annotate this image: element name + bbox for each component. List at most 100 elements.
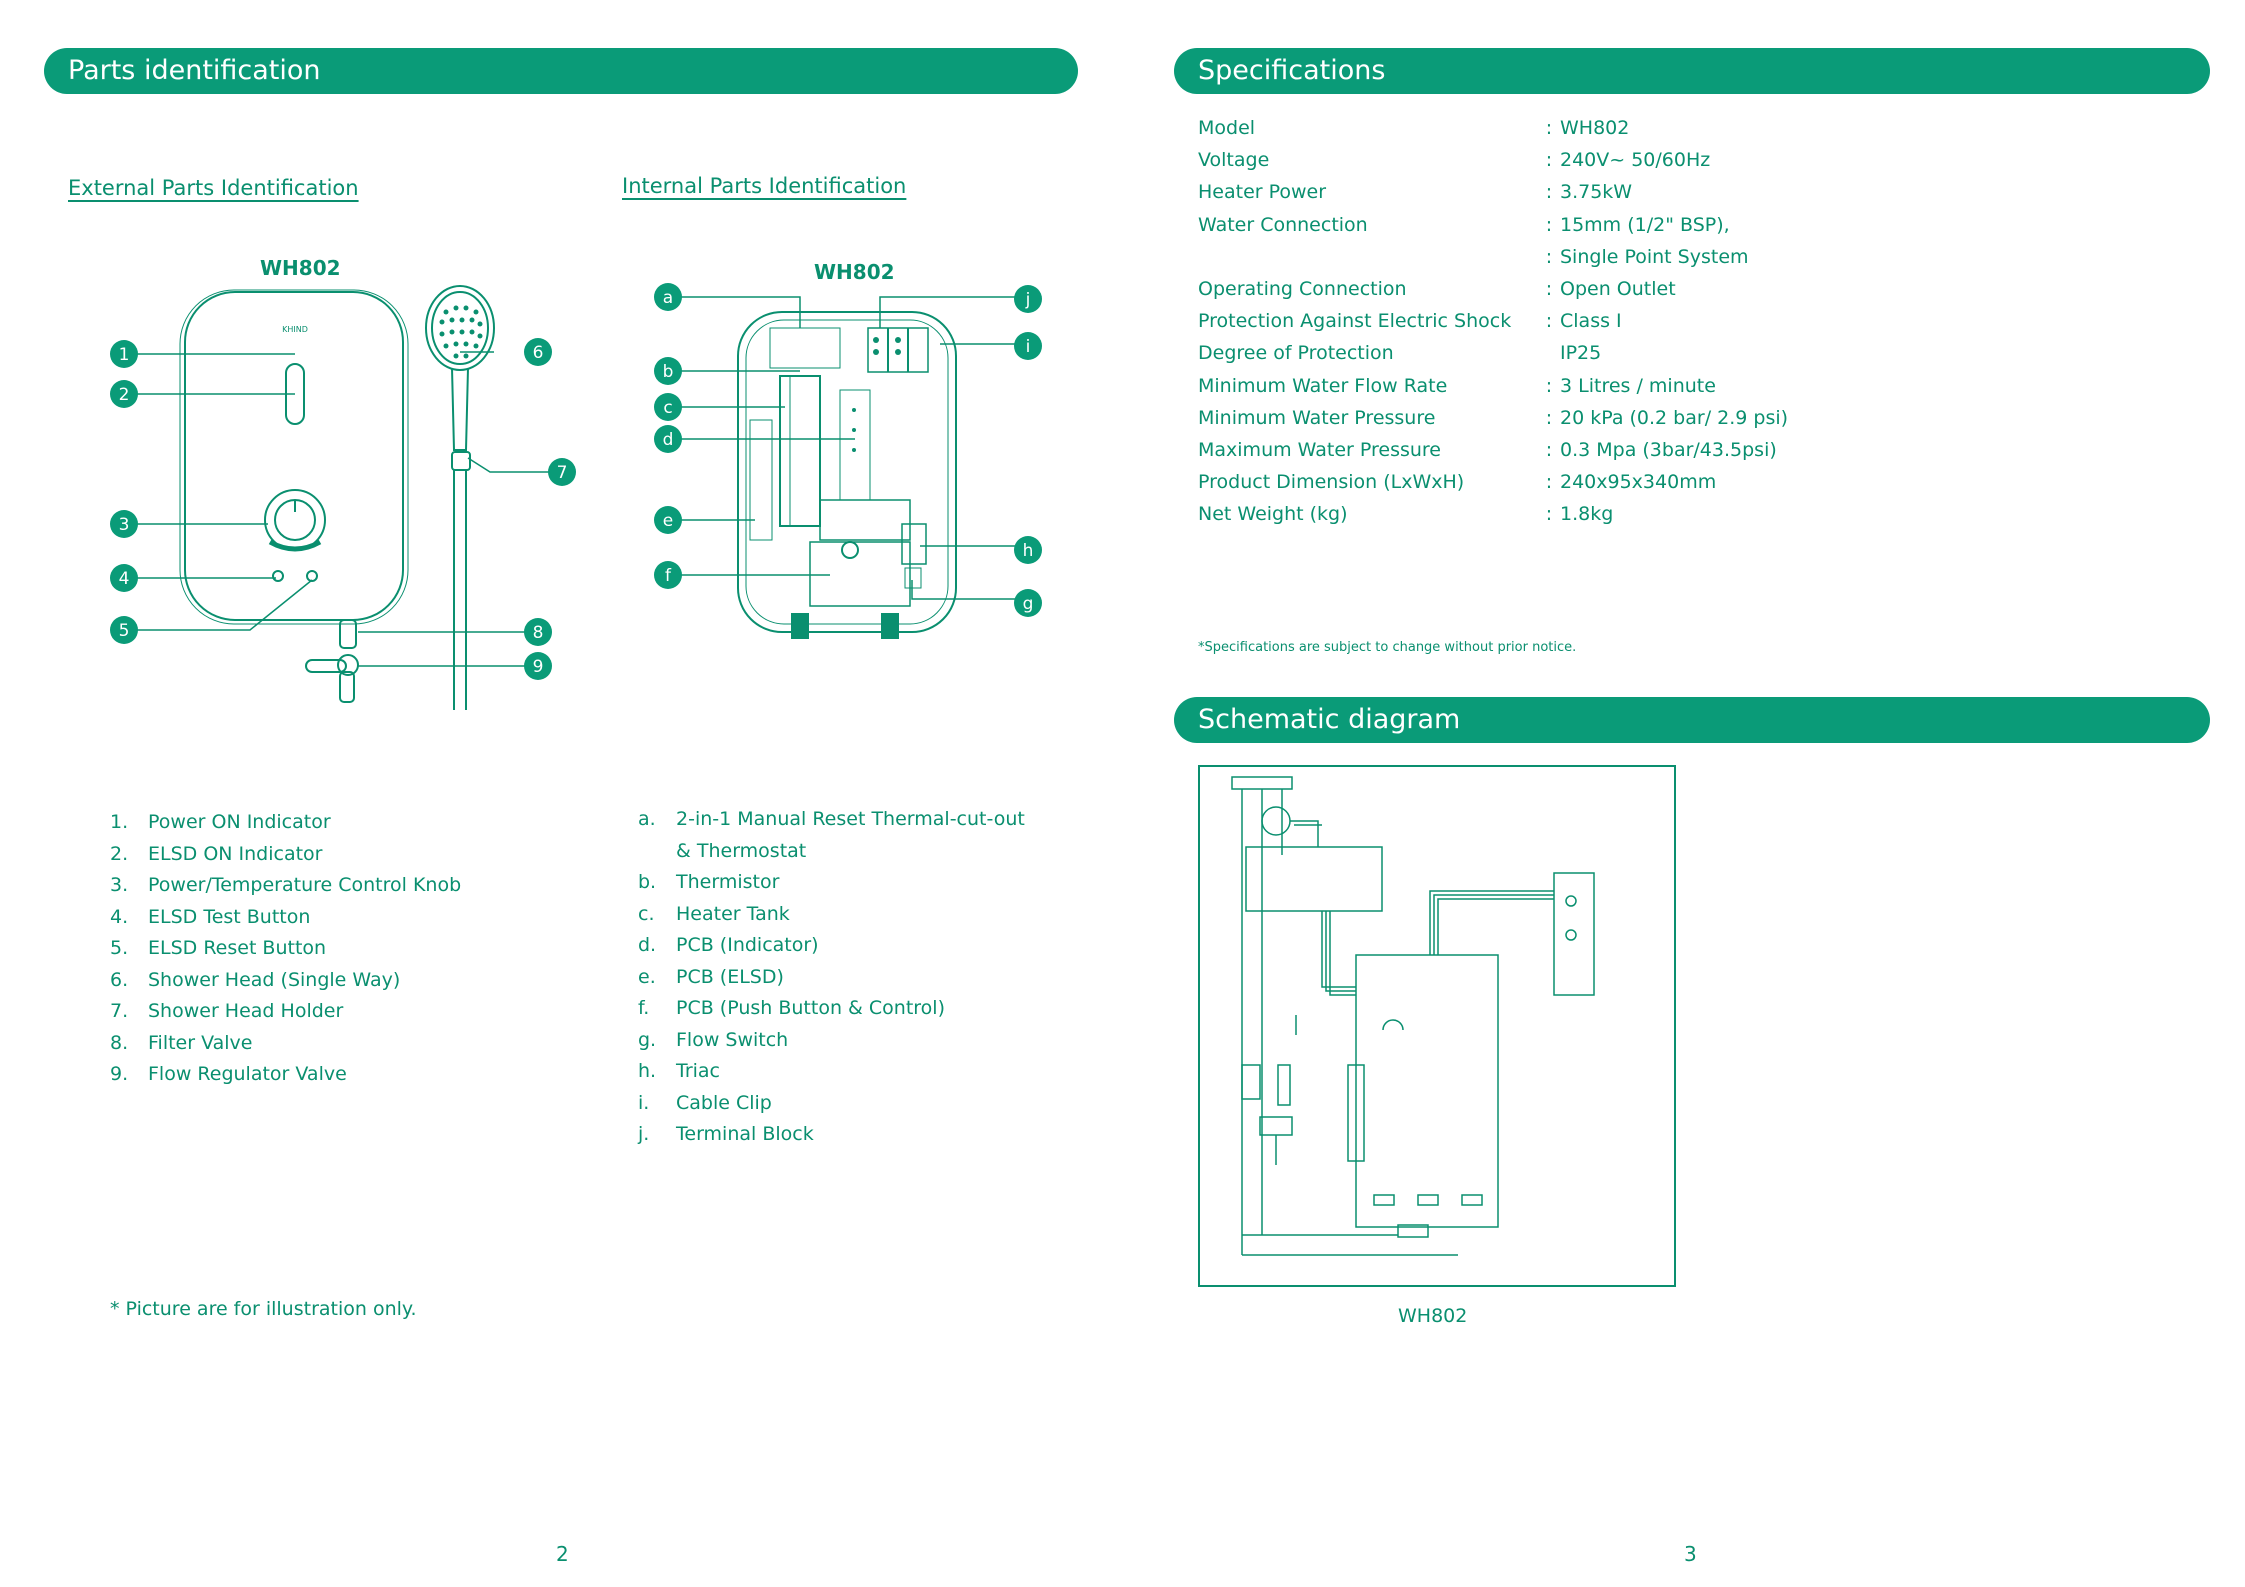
external-parts-heading: External Parts Identification: [68, 176, 359, 200]
specifications-note: *Specifications are subject to change wi…: [1198, 640, 1577, 655]
list-item: 7.Shower Head Holder: [110, 1000, 344, 1022]
spec-row: Voltage:240V~ 50/60Hz: [1198, 149, 1711, 172]
svg-text:i: i: [1026, 337, 1031, 357]
callout-2: 2: [110, 380, 138, 408]
svg-text:b: b: [663, 362, 674, 382]
svg-text:d: d: [663, 430, 674, 450]
list-item: j.Terminal Block: [638, 1123, 814, 1145]
callout-4: 4: [110, 564, 138, 592]
internal-parts-illustration: a b c d e f g h i j: [654, 283, 1042, 639]
list-item: 5.ELSD Reset Button: [110, 937, 327, 959]
callout-7: 7: [548, 458, 576, 486]
callout-5: 5: [110, 616, 138, 644]
svg-text:a: a: [663, 288, 673, 308]
svg-text:c: c: [663, 398, 672, 418]
list-item: h.Triac: [638, 1060, 720, 1082]
spec-row: Maximum Water Pressure:0.3 Mpa (3bar/43.…: [1198, 438, 1777, 461]
svg-text:f: f: [665, 566, 672, 586]
parts-identification-banner: Parts identification: [44, 48, 1078, 94]
list-item: i.Cable Clip: [638, 1091, 772, 1114]
shower-head-shape: [425, 285, 495, 371]
svg-text:6: 6: [533, 343, 544, 363]
list-item: 8.Filter Valve: [110, 1031, 253, 1054]
svg-text:3: 3: [119, 515, 130, 535]
specifications-table: Model:WH802 Voltage:240V~ 50/60Hz Heater…: [1198, 112, 1788, 530]
svg-text:7: 7: [557, 463, 568, 483]
spec-row: Operating Connection:Open Outlet: [1198, 277, 1676, 300]
svg-text:1: 1: [119, 345, 130, 365]
callout-h: h: [1014, 536, 1042, 564]
illustration-footnote: * Picture are for illustration only.: [110, 1298, 417, 1320]
list-item: 4.ELSD Test Button: [110, 905, 311, 928]
spec-row: Minimum Water Flow Rate:3 Litres / minut…: [1198, 374, 1716, 397]
callout-i: i: [1014, 332, 1042, 360]
page-number-right: 3: [1684, 1542, 1697, 1566]
spec-row: :Single Point System: [1545, 245, 1749, 268]
callout-8: 8: [524, 618, 552, 646]
callout-j: j: [1014, 285, 1042, 313]
spec-row: Protection Against Electric Shock:Class …: [1198, 310, 1622, 333]
internal-parts-heading: Internal Parts Identification: [622, 174, 907, 198]
list-item: 9.Flow Regulator Valve: [110, 1063, 347, 1085]
callout-3: 3: [110, 510, 138, 538]
internal-model-label: WH802: [814, 260, 895, 284]
list-item: a.2-in-1 Manual Reset Thermal-cut-out: [638, 808, 1025, 830]
schematic-diagram: [1198, 765, 1676, 1287]
spec-row: Net Weight (kg):1.8kg: [1198, 503, 1614, 526]
external-parts-illustration: KHIND 1 2 3 4 5 6 7 8 9: [110, 285, 576, 710]
external-parts-list: 1.Power ON Indicator 2.ELSD ON Indicator…: [110, 807, 461, 1091]
list-item: g.Flow Switch: [638, 1028, 789, 1051]
svg-text:4: 4: [119, 569, 130, 589]
specifications-banner: Specifications: [1174, 48, 2210, 94]
filter-valve-shape: [339, 619, 357, 649]
callout-b: b: [654, 357, 682, 385]
svg-text:2: 2: [119, 385, 130, 405]
parts-identification-title: Parts identification: [68, 55, 321, 86]
callout-c: c: [654, 393, 682, 421]
spec-row: Product Dimension (LxWxH):240x95x340mm: [1198, 471, 1717, 494]
callout-d: d: [654, 425, 682, 453]
page-number-left: 2: [556, 1542, 569, 1566]
spec-row: Model:WH802: [1198, 117, 1630, 139]
callout-1: 1: [110, 340, 138, 368]
callout-a: a: [654, 283, 682, 311]
callout-9: 9: [524, 652, 552, 680]
list-item: e.PCB (ELSD): [638, 965, 784, 988]
list-item-continuation: & Thermostat: [676, 839, 807, 862]
list-item: f.PCB (Push Button & Control): [638, 997, 945, 1019]
list-item: 1.Power ON Indicator: [110, 811, 331, 833]
list-item: 2.ELSD ON Indicator: [110, 842, 323, 865]
svg-text:h: h: [1023, 541, 1034, 561]
heater-tank-shape: [779, 375, 821, 527]
svg-text:5: 5: [119, 621, 130, 641]
list-item: b.Thermistor: [638, 871, 780, 893]
callout-f: f: [654, 561, 682, 589]
schematic-caption: WH802: [1398, 1305, 1468, 1327]
svg-text:8: 8: [533, 623, 544, 643]
callout-g: g: [1014, 589, 1042, 617]
heater-body: [184, 291, 404, 621]
internal-parts-list: a.2-in-1 Manual Reset Thermal-cut-out & …: [638, 804, 1025, 1151]
reset-button-shape: [306, 570, 318, 582]
svg-text:g: g: [1023, 594, 1034, 614]
callout-e: e: [654, 506, 682, 534]
spec-row: Minimum Water Pressure:20 kPa (0.2 bar/ …: [1198, 406, 1789, 429]
heater-housing-open: [737, 311, 957, 633]
test-button-shape: [272, 570, 284, 582]
svg-text:e: e: [663, 511, 673, 531]
svg-text:j: j: [1025, 290, 1031, 310]
external-model-label: WH802: [260, 256, 341, 280]
list-item: d.PCB (Indicator): [638, 934, 819, 956]
spec-row: Water Connection:15mm (1/2" BSP),: [1198, 213, 1730, 236]
specifications-title: Specifications: [1198, 55, 1386, 86]
schematic-banner: Schematic diagram: [1174, 697, 2210, 743]
schematic-title: Schematic diagram: [1198, 704, 1461, 735]
spec-row: Heater Power:3.75kW: [1198, 181, 1633, 204]
list-item: 6.Shower Head (Single Way): [110, 968, 401, 991]
callout-6: 6: [524, 338, 552, 366]
brand-mark: KHIND: [282, 325, 308, 334]
list-item: c.Heater Tank: [638, 902, 790, 925]
list-item: 3.Power/Temperature Control Knob: [110, 874, 462, 896]
svg-text:9: 9: [533, 657, 544, 677]
